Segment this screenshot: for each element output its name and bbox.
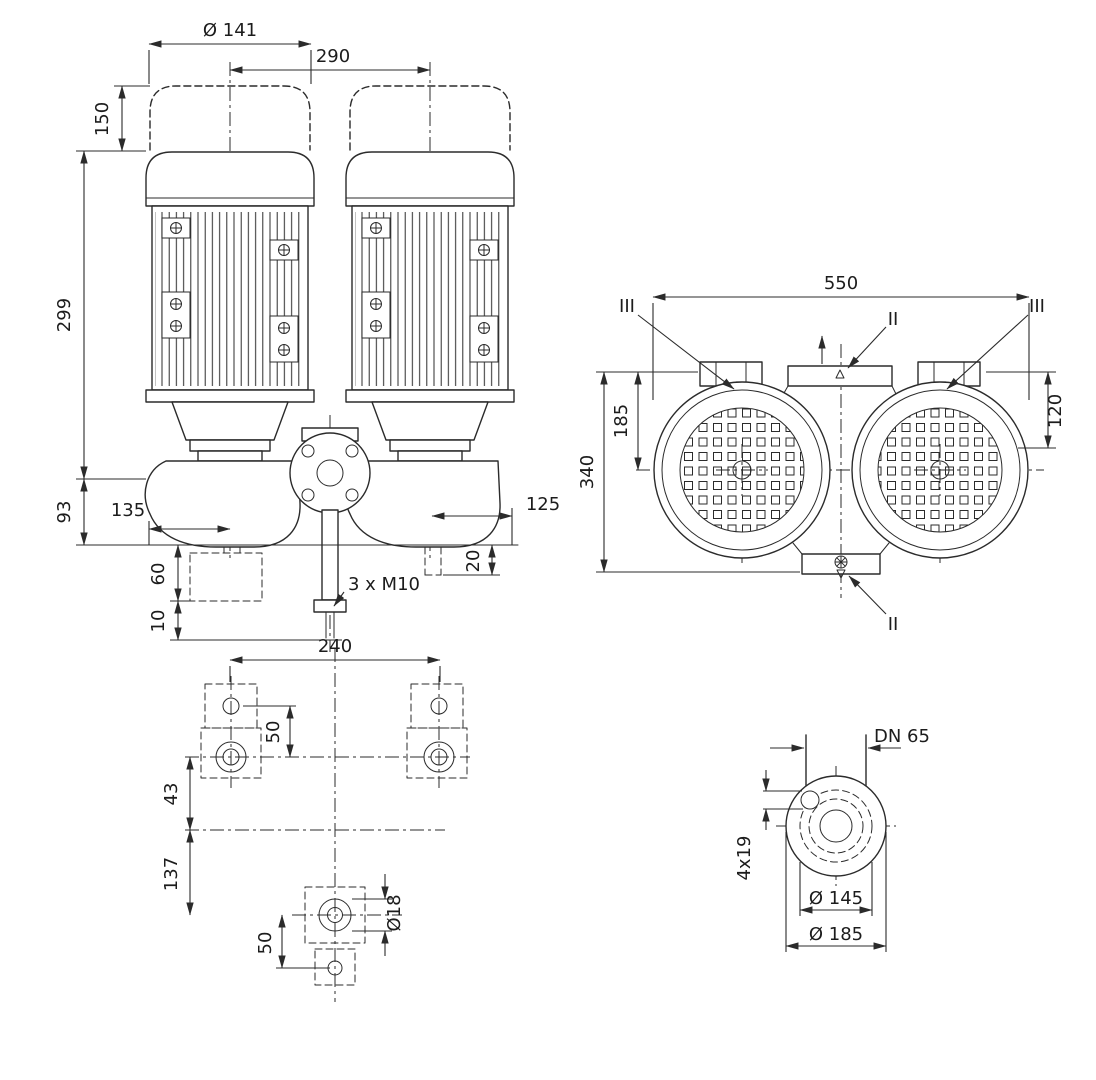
- dim-overall-depth: 340: [577, 455, 598, 489]
- fan-cover-left: [653, 381, 831, 559]
- dim-bolt-span: 240: [318, 636, 352, 657]
- foundation-pad-dashed: [189, 552, 263, 602]
- motor-left: [145, 62, 314, 560]
- flange-bore: [819, 809, 853, 843]
- anchor-hole-bottom: [318, 898, 352, 932]
- anchor-hole-small-right: [430, 697, 448, 715]
- center-flange-assembly: [289, 415, 371, 652]
- dim-nominal-diameter: DN 65: [874, 726, 930, 747]
- flange-bolt-hole: [800, 790, 820, 810]
- dim-pad-height: 60: [148, 563, 169, 586]
- top-view-dimensions: 550 185 340 120 III II III II: [577, 273, 1066, 635]
- foundation-view: 240 50 43 137 Ø18 50: [161, 636, 470, 1002]
- front-view: Ø 141 290 150 299 93 135 125: [54, 20, 560, 652]
- dim-depth-right: 120: [1045, 394, 1066, 428]
- dim-port-depth: 20: [463, 550, 484, 573]
- dim-base-height: 93: [54, 501, 75, 524]
- anchor-hole-small-left: [222, 697, 240, 715]
- dim-hole-pitch-top: 50: [263, 721, 284, 744]
- dim-motor-spacing: 290: [316, 46, 350, 67]
- dim-axis-to-hole: 137: [161, 857, 182, 891]
- section-marker-II-bottom: II: [888, 614, 899, 635]
- base-and-foundation: [139, 544, 519, 602]
- flange-view: DN 65 4x19 Ø 145 Ø 185: [734, 726, 930, 952]
- flange-dimensions: DN 65 4x19 Ø 145 Ø 185: [734, 726, 930, 952]
- top-view: 550 185 340 120 III II III II: [577, 273, 1066, 635]
- dim-depth-to-axis: 185: [611, 404, 632, 438]
- dim-bolt-holes: 4x19: [734, 835, 755, 880]
- dim-port-offset-right: 125: [526, 494, 560, 515]
- dim-overall-width: 550: [824, 273, 858, 294]
- dim-fan-cover-diameter: Ø 141: [203, 20, 257, 41]
- dim-cap-height: 150: [92, 102, 113, 136]
- anchor-hole-large-left: [215, 741, 247, 773]
- dim-hole-diameter: Ø18: [384, 894, 405, 931]
- dim-outer-diameter: Ø 185: [809, 924, 863, 945]
- bolt-circle-dashed: [799, 789, 873, 863]
- section-marker-III-left: III: [619, 296, 635, 317]
- discharge-flange-top: [787, 365, 893, 387]
- terminal-box-right: [917, 361, 981, 387]
- dim-motor-height: 299: [54, 298, 75, 332]
- section-marker-II-top: II: [888, 309, 899, 330]
- vent-triangle-top: [835, 369, 845, 379]
- pressure-flange-circle: [289, 432, 371, 514]
- foundation-dimensions: 240 50 43 137 Ø18 50: [161, 636, 441, 969]
- vent-screw-bottom: [834, 555, 848, 569]
- dim-axis-gap: 43: [161, 783, 182, 806]
- dim-hole-pitch-bottom: 50: [255, 932, 276, 955]
- label-bolt-spec: 3 x M10: [348, 574, 420, 595]
- front-view-dimensions: Ø 141 290 150 299 93 135 125: [54, 20, 560, 641]
- dim-port-offset-left: 135: [111, 500, 145, 521]
- dim-bolt-circle-diameter: Ø 145: [809, 888, 863, 909]
- motor-right: [345, 62, 514, 560]
- anchor-hole-large-right: [423, 741, 455, 773]
- dim-pad-thickness: 10: [148, 610, 169, 633]
- fan-cover-right: [851, 381, 1029, 559]
- section-marker-III-right: III: [1029, 296, 1045, 317]
- vent-triangle-bottom: [836, 569, 846, 579]
